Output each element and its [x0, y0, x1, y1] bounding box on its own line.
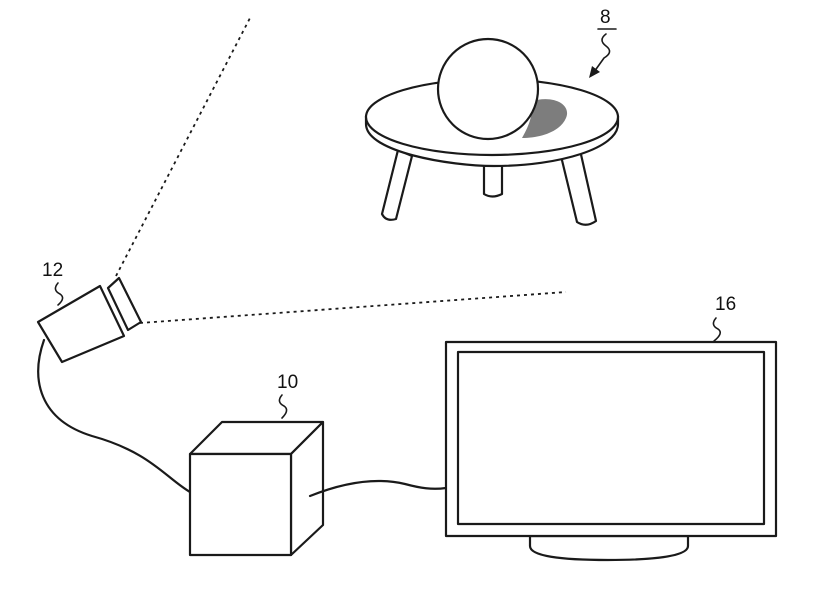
- camera-body: [38, 286, 124, 362]
- display-screen: [458, 352, 764, 524]
- ref-label-10: 10: [277, 372, 298, 393]
- ref-leader-16: [713, 318, 720, 341]
- ref-leader-8: [594, 34, 610, 72]
- ref-label-12: 12: [42, 260, 63, 281]
- table-leg-right: [560, 150, 596, 225]
- ref-arrowhead-8: [589, 66, 600, 78]
- display: 16: [446, 294, 776, 560]
- view-boundary-upper: [116, 18, 250, 276]
- camera: 12: [38, 260, 141, 362]
- display-stand: [530, 536, 688, 560]
- ref-label-8: 8: [600, 7, 611, 28]
- ball: [438, 39, 538, 139]
- ref-label-16: 16: [715, 294, 736, 315]
- cube-front: [190, 454, 291, 555]
- table-leg-left: [382, 150, 412, 220]
- ref-leader-10: [279, 395, 286, 418]
- object-ball-on-table: 8: [366, 7, 618, 225]
- camera-cable: [38, 340, 190, 492]
- ref-leader-12: [55, 283, 62, 305]
- information-processing-device: 10: [190, 372, 323, 555]
- view-boundary-lower: [140, 292, 566, 323]
- display-cable: [310, 481, 446, 496]
